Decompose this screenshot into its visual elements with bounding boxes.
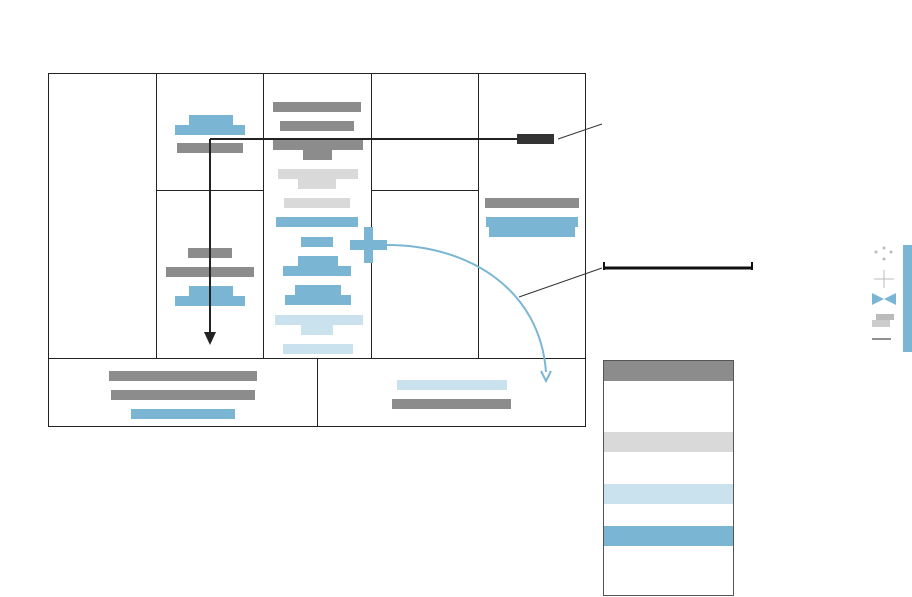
arrow-head-icon	[540, 370, 552, 384]
placeholder-bar[interactable]	[283, 266, 351, 276]
grid-divider	[371, 73, 372, 358]
legend-row-light-gray[interactable]	[604, 432, 733, 452]
placeholder-bar[interactable]	[175, 125, 245, 135]
callout-line	[557, 123, 603, 140]
placeholder-bar[interactable]	[273, 140, 363, 150]
placeholder-bar[interactable]	[485, 198, 579, 208]
placeholder-bar[interactable]	[109, 371, 257, 381]
placeholder-bar[interactable]	[280, 121, 354, 131]
placeholder-bar[interactable]	[303, 150, 332, 160]
placeholder-bar[interactable]	[278, 169, 358, 179]
placeholder-bar[interactable]	[284, 198, 350, 208]
grid-divider	[156, 73, 157, 358]
placeholder-bar[interactable]	[301, 237, 333, 247]
dots-icon[interactable]	[874, 246, 893, 261]
side-panel-tab[interactable]	[903, 245, 912, 352]
placeholder-bar[interactable]	[298, 256, 338, 266]
placeholder-bar[interactable]	[486, 217, 578, 227]
callout-line	[518, 267, 603, 298]
plus-icon[interactable]	[874, 270, 894, 288]
placeholder-bar[interactable]	[298, 179, 336, 189]
placeholder-bar[interactable]	[276, 217, 358, 227]
grid-divider	[317, 358, 318, 427]
placeholder-bar[interactable]	[111, 390, 255, 400]
legend-row-gray[interactable]	[604, 361, 733, 381]
placeholder-bar[interactable]	[283, 344, 353, 354]
placeholder-bar[interactable]	[131, 409, 235, 419]
placeholder-bar[interactable]	[275, 315, 363, 325]
placeholder-bar[interactable]	[273, 102, 361, 112]
grid-divider	[371, 190, 478, 191]
placeholder-bar[interactable]	[517, 134, 554, 144]
placeholder-bar[interactable]	[285, 295, 351, 305]
placeholder-bar[interactable]	[397, 380, 507, 390]
placeholder-bar[interactable]	[189, 115, 233, 125]
grid-divider	[48, 358, 586, 359]
plus-icon[interactable]	[350, 240, 387, 250]
bowtie-icon[interactable]	[872, 293, 896, 305]
grid-divider	[478, 73, 479, 358]
grid-divider	[263, 73, 264, 358]
legend-row-light-blue[interactable]	[604, 484, 733, 504]
arrow-head-icon	[204, 332, 216, 345]
placeholder-bar[interactable]	[295, 285, 341, 295]
placeholder-bar[interactable]	[392, 399, 511, 409]
curved-arrow	[386, 244, 547, 373]
legend-panel	[603, 360, 734, 596]
placeholder-bar[interactable]	[489, 227, 575, 237]
stack-icon[interactable]	[872, 314, 894, 327]
placeholder-bar[interactable]	[301, 325, 333, 335]
legend-row-blue[interactable]	[604, 526, 733, 546]
